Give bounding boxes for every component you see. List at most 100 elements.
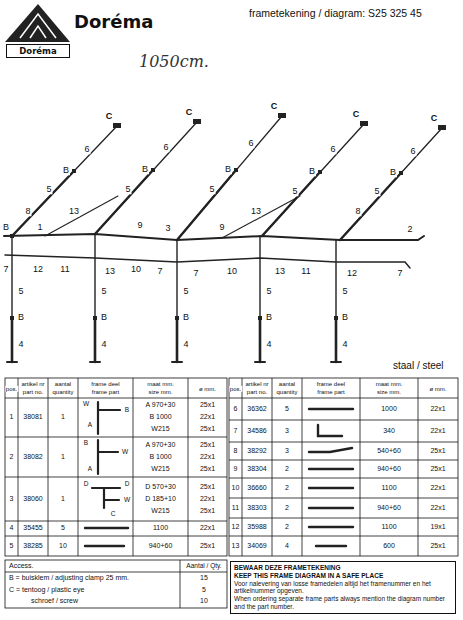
table-cell: 22x1	[199, 413, 216, 420]
leg-feet	[7, 361, 341, 363]
table-cell: A	[87, 422, 93, 429]
accessory-table	[5, 560, 227, 608]
accessory-lines	[5, 560, 227, 608]
logo-mark	[5, 4, 70, 42]
table-cell: 2	[284, 523, 290, 530]
table-cell: 9	[233, 465, 239, 472]
table-cell: 1100	[152, 524, 169, 531]
callout-number: 8	[24, 207, 31, 216]
callout-number: B	[141, 165, 149, 174]
table-cell: 2	[9, 453, 15, 460]
table-cell: A	[87, 466, 93, 473]
callout-number: 7	[156, 267, 163, 276]
note-box: BEWAAR DEZE FRAMETEKENINGKEEP THIS FRAME…	[230, 561, 456, 614]
table-cell: maat mm.	[375, 381, 404, 387]
table-cell: 4	[9, 524, 15, 531]
awning-frame	[4, 116, 442, 362]
table-cell: W215	[150, 507, 170, 514]
table-cell: pos.	[5, 386, 18, 392]
table-cell: part no.	[246, 389, 268, 395]
callout-number: B	[341, 313, 349, 322]
callout-number: 6	[247, 139, 254, 148]
table-cell: 600	[382, 542, 396, 549]
table-cell: 2	[284, 465, 290, 472]
callout-number: 4	[100, 340, 107, 349]
table-cell: 940+60	[376, 504, 402, 511]
callout-number: 12	[346, 269, 358, 278]
table-cell: size mm.	[376, 389, 402, 395]
table-left-lines	[5, 378, 227, 556]
tube-icons-right	[309, 409, 353, 546]
tube-icons-left	[85, 528, 128, 546]
table-cell: W	[123, 497, 131, 504]
table-cell: 22x1	[429, 405, 446, 412]
table-cell: 38303	[246, 504, 267, 511]
table-cell: ø mm.	[198, 386, 217, 392]
table-cell: 25x1	[429, 542, 446, 549]
part-icons	[85, 402, 353, 546]
callout-number: C	[430, 114, 439, 123]
table-cell: 1000	[380, 405, 398, 412]
callout-number: 6	[83, 145, 90, 154]
table-cell: frame part	[316, 389, 345, 395]
table-cell: W215	[150, 425, 170, 432]
table-cell: W	[121, 449, 129, 456]
logo-triangle	[5, 4, 70, 42]
front-rail	[4, 234, 424, 240]
node-text: Voor nalevering van losse framedelen alt…	[234, 580, 452, 596]
table-cell: frame deel	[90, 381, 120, 387]
table-cell: 940+60	[148, 542, 174, 549]
accessory-cell: Access.	[8, 562, 35, 569]
table-cell: artikel nr	[244, 381, 269, 387]
callout-number: 2	[406, 225, 413, 234]
callout-number: 13	[274, 267, 286, 276]
table-cell: 38060	[22, 495, 43, 502]
corner-piece-1	[98, 402, 120, 434]
callout-number: B	[224, 165, 232, 174]
table-cell: size mm.	[148, 389, 174, 395]
accessory-cell: B = buisklem / adjusting clamp 25 mm.	[8, 574, 130, 581]
table-cell: frame part	[91, 389, 120, 395]
callout-number: C	[105, 112, 114, 121]
table-cell: 10	[231, 484, 241, 491]
table-cell: W	[82, 401, 90, 408]
callout-number: 13	[68, 207, 80, 216]
accessory-cell: schroef / screw	[30, 597, 79, 604]
table-cell: 25x1	[199, 425, 216, 432]
table-cell: 940+60	[376, 465, 402, 472]
table-cell: ø mm.	[429, 386, 448, 392]
table-cell: B 1000	[148, 453, 172, 460]
table-cell: 22x1	[199, 495, 216, 502]
table-cell: 3	[284, 427, 290, 434]
corner-piece-2	[98, 440, 118, 474]
callout-number: 4	[341, 340, 348, 349]
table-cell: 5	[9, 542, 15, 549]
table-cell: artikel nr	[20, 381, 45, 387]
table-cell: quantity	[275, 389, 298, 395]
callout-number: 7	[192, 269, 199, 278]
table-cell: 38292	[246, 447, 267, 454]
callout-number: 6	[409, 147, 416, 156]
callout-number: 4	[182, 340, 189, 349]
table-cell: 25x1	[199, 507, 216, 514]
table-cell: 6	[233, 405, 239, 412]
accessory-cell: C = tentoog / plastic eye	[8, 586, 85, 593]
table-cell: 1	[60, 413, 66, 420]
table-cell: frame deel	[316, 381, 346, 387]
table-cell: 22x1	[199, 453, 216, 460]
tension-braces	[45, 196, 300, 238]
table-cell: 35988	[246, 523, 267, 530]
logo-box: Doréma	[6, 44, 70, 58]
callout-number: 13	[250, 207, 262, 216]
table-cell: 22x1	[199, 524, 216, 531]
table-cell: A 970+30	[145, 401, 177, 408]
table-cell: 7	[233, 427, 239, 434]
callout-number: 12	[32, 265, 44, 274]
callout-number: 9	[136, 221, 143, 230]
table-cell: part no.	[22, 389, 44, 395]
table-cell: D 570+30	[144, 483, 177, 490]
callout-number: C	[352, 110, 361, 119]
callout-number: 11	[59, 265, 70, 274]
callout-number: B	[265, 313, 273, 322]
callout-number: B	[182, 313, 190, 322]
